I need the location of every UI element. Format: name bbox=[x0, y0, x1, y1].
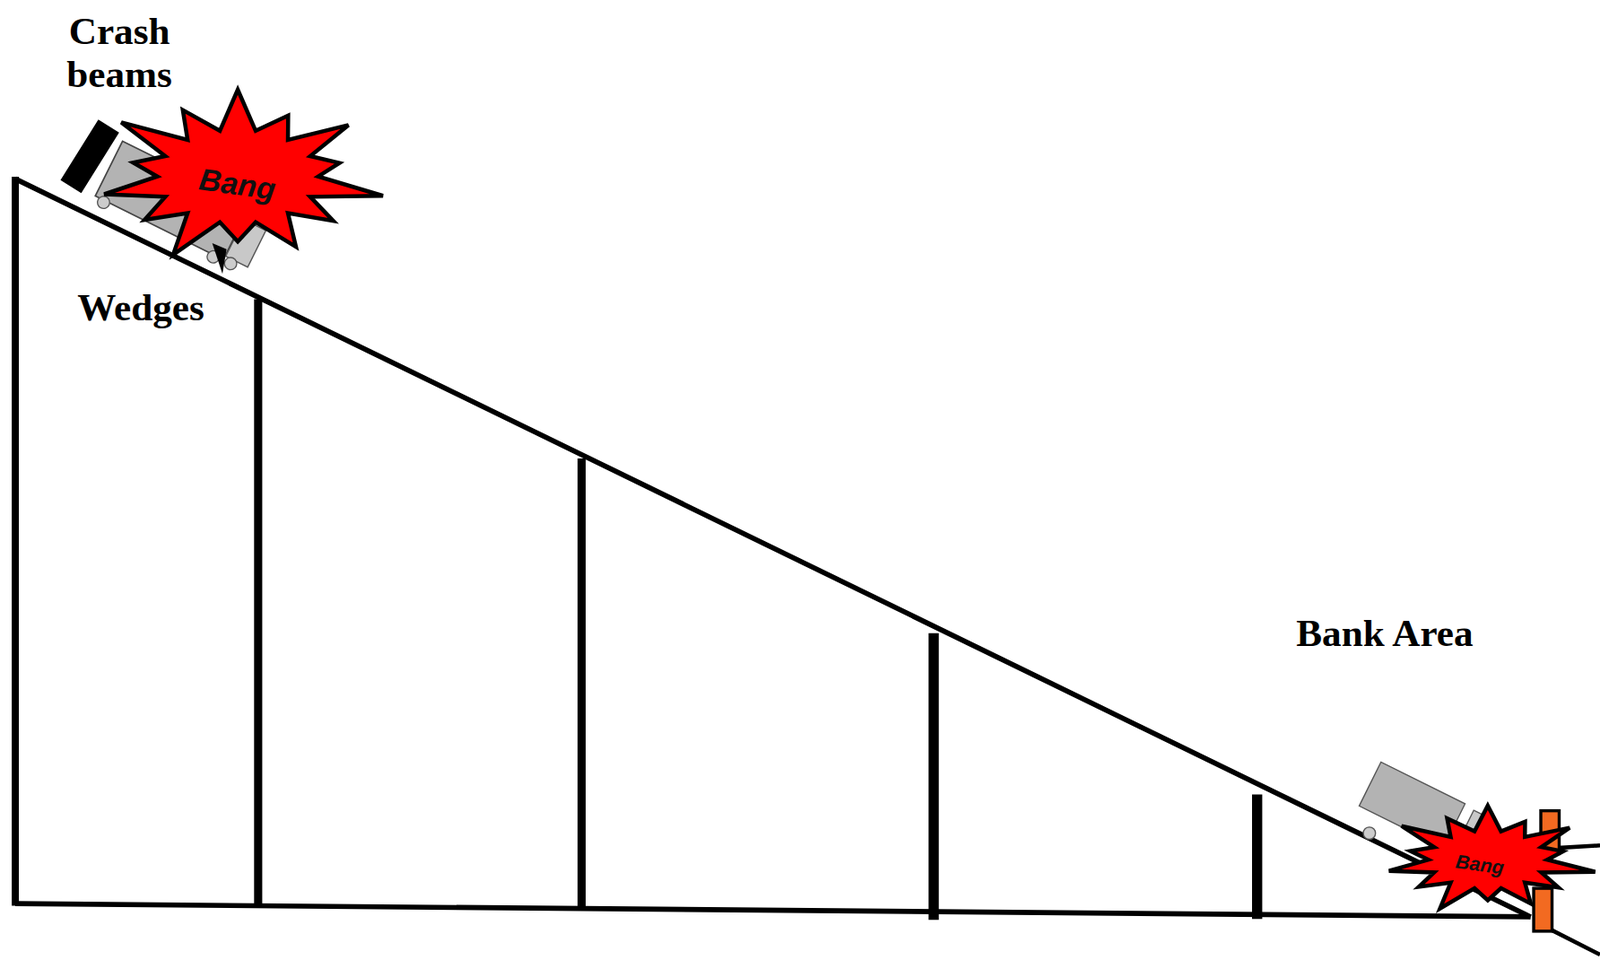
support-post bbox=[1252, 793, 1262, 919]
support-post bbox=[253, 299, 262, 907]
wheel bbox=[1363, 826, 1376, 840]
burst-outline bbox=[104, 89, 383, 255]
part-label: Crash beams bbox=[22, 8, 217, 96]
part-label: Bank Area bbox=[1231, 610, 1538, 654]
wheel bbox=[224, 257, 237, 270]
base-line bbox=[15, 903, 1531, 917]
burst-outline bbox=[1389, 805, 1596, 909]
support-post bbox=[928, 633, 939, 921]
support-post bbox=[11, 176, 19, 905]
part-label: Wedges bbox=[17, 285, 263, 329]
bang-burst: Bang bbox=[1377, 805, 1599, 914]
bang-burst: Bang bbox=[88, 89, 387, 263]
ramp-track bbox=[15, 178, 1531, 917]
crash-beam bbox=[61, 121, 118, 192]
support-post bbox=[577, 458, 586, 909]
bank-post bbox=[1533, 887, 1552, 931]
wedge bbox=[212, 243, 227, 274]
